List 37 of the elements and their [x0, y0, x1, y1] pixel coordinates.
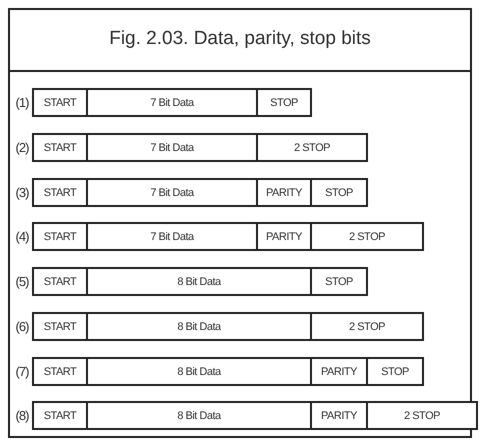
frame-field: 7 Bit Data — [86, 178, 258, 207]
frame-field: START — [32, 312, 88, 341]
frame-field: START — [32, 222, 88, 251]
row-number: (1) — [14, 94, 30, 112]
row-number: (2) — [14, 139, 30, 157]
frame-field: 2 STOP — [256, 133, 368, 162]
frame-field: 8 Bit Data — [86, 312, 312, 341]
frame-field: START — [32, 267, 88, 296]
row-number: (6) — [14, 318, 30, 336]
figure-title: Fig. 2.03. Data, parity, stop bits — [8, 8, 472, 72]
frame-field: PARITY — [256, 222, 312, 251]
frame-field: 8 Bit Data — [86, 267, 312, 296]
frame-field: STOP — [366, 357, 424, 386]
frame-field: PARITY — [310, 357, 368, 386]
row-number: (4) — [14, 228, 30, 246]
frame-field: 7 Bit Data — [86, 133, 258, 162]
frame-field: 2 STOP — [366, 401, 478, 430]
frame-field: PARITY — [310, 401, 368, 430]
frame-field: PARITY — [256, 178, 312, 207]
frame-field: START — [32, 133, 88, 162]
frame-field: 7 Bit Data — [86, 222, 258, 251]
row-number: (7) — [14, 363, 30, 381]
frame-field: 8 Bit Data — [86, 357, 312, 386]
row-number: (5) — [14, 273, 30, 291]
frame-field: START — [32, 401, 88, 430]
frame-field: 2 STOP — [310, 312, 424, 341]
frame-field: START — [32, 88, 88, 117]
frame-field: START — [32, 357, 88, 386]
frame-field: 8 Bit Data — [86, 401, 312, 430]
frame-field: STOP — [256, 88, 312, 117]
row-number: (8) — [14, 407, 30, 425]
frame-field: START — [32, 178, 88, 207]
frame-field: STOP — [310, 178, 368, 207]
frame-field: 7 Bit Data — [86, 88, 258, 117]
frame-field: STOP — [310, 267, 368, 296]
row-number: (3) — [14, 184, 30, 202]
frame-field: 2 STOP — [310, 222, 424, 251]
